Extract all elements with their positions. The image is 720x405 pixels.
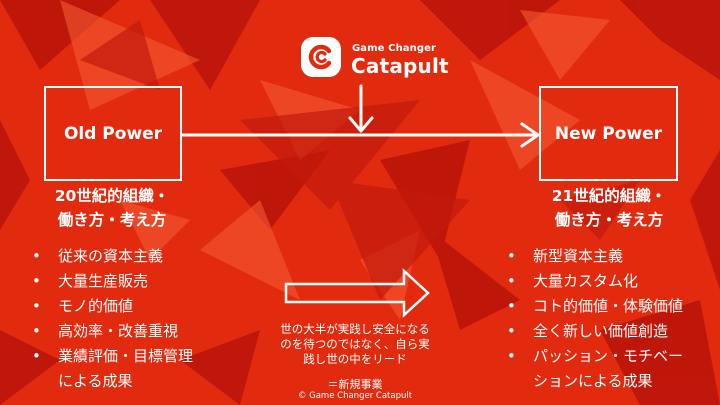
new-subtitle-line2: 働き方・考え方 [554, 211, 664, 229]
list-item: •大量カスタム化 [507, 269, 712, 294]
list-item: •全く新しい価値創造 [507, 319, 712, 344]
bullet-icon: • [507, 347, 516, 365]
old-power-list: •従来の資本主義 •大量生産販売 •モノ的価値 •高効率・改善重視 •業績評価・… [32, 244, 232, 394]
old-subtitle-line1: 20世紀的組織・ [54, 187, 170, 205]
down-arrow-icon [348, 84, 374, 133]
list-item: •モノ的価値 [32, 294, 232, 319]
bullet-icon: • [32, 272, 41, 290]
list-item: •大量生産販売 [32, 269, 232, 294]
list-item: •高効率・改善重視 [32, 319, 232, 344]
list-item: •コト的価値・体験価値 [507, 294, 712, 319]
copyright-notice: © Game Changer Catapult [297, 391, 413, 401]
bullet-icon: • [32, 297, 41, 315]
list-item: •従来の資本主義 [32, 244, 232, 269]
new-subtitle-line1: 21世紀的組織・ [551, 187, 667, 205]
old-subtitle-line2: 働き方・考え方 [57, 211, 167, 229]
new-power-box: New Power [539, 86, 678, 181]
old-power-title: Old Power [63, 123, 163, 144]
new-power-list: •新型資本主義 •大量カスタム化 •コト的価値・体験価値 •全く新しい価値創造 … [507, 244, 712, 394]
bullet-icon: • [32, 347, 41, 365]
logo-subtitle: Game Changer [352, 43, 437, 54]
new-power-title: New Power [554, 123, 663, 144]
bullet-icon: • [32, 247, 41, 265]
bullet-icon: • [507, 322, 516, 340]
list-item-continuation: ションによる成果 [533, 372, 653, 390]
list-item: •業績評価・目標管理 [32, 344, 232, 369]
center-description: 世の大半が実践し安全になる のを待つのではなく、自ら実 践し世の中をリード [260, 322, 450, 367]
right-arrow-icon [180, 122, 540, 148]
bullet-icon: • [507, 297, 516, 315]
center-line2: のを待つのではなく、自ら実 [280, 337, 430, 351]
bullet-icon: • [507, 247, 516, 265]
center-line3: 践し世の中をリード [303, 352, 407, 366]
old-power-box: Old Power [44, 86, 182, 181]
list-item: •パッション・モチベー [507, 344, 712, 369]
center-equation: ＝新規事業 [327, 378, 383, 391]
logo-title: Catapult [351, 54, 449, 78]
outline-arrow-icon [284, 268, 430, 318]
center-line1: 世の大半が実践し安全になる [280, 322, 430, 336]
new-power-subtitle: 21世紀的組織・ 働き方・考え方 [526, 184, 692, 232]
list-item-continuation: による成果 [58, 372, 133, 390]
old-power-subtitle: 20世紀的組織・ 働き方・考え方 [32, 184, 192, 232]
bullet-icon: • [507, 272, 516, 290]
bullet-icon: • [32, 322, 41, 340]
catapult-logo-icon [301, 37, 341, 77]
list-item: •新型資本主義 [507, 244, 712, 269]
